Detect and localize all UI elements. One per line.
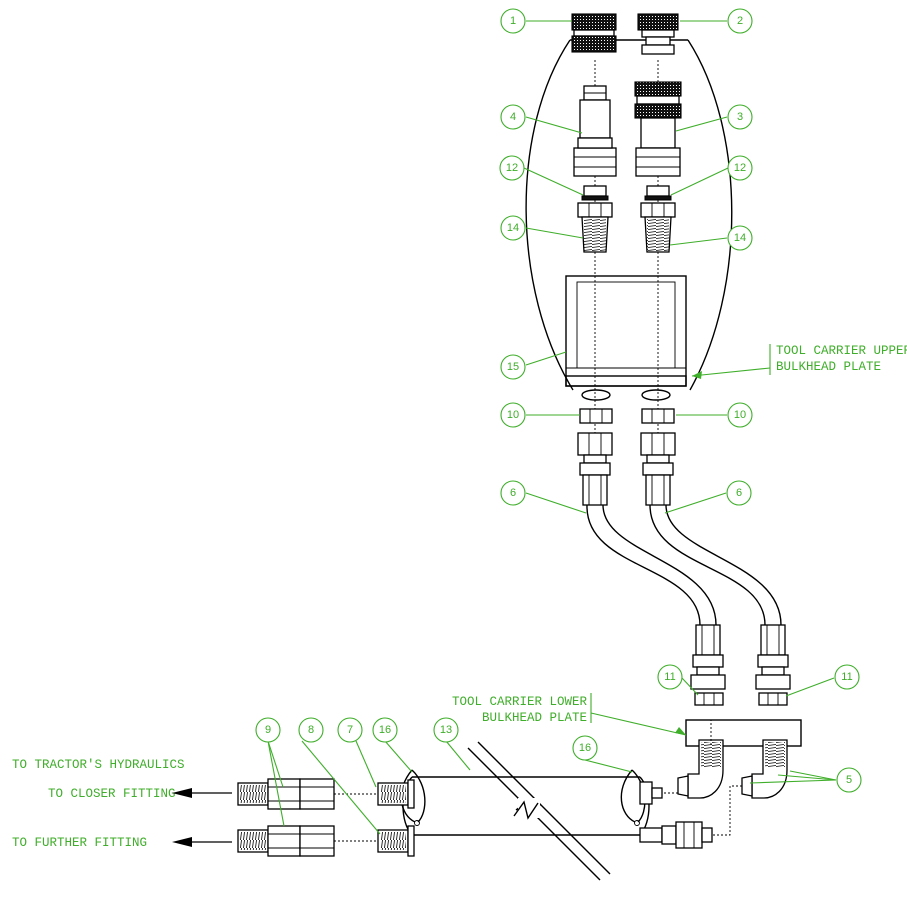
svg-text:11: 11 xyxy=(841,671,852,683)
balloon-3: 3 xyxy=(727,104,753,130)
svg-text:13: 13 xyxy=(440,724,452,736)
svg-text:10: 10 xyxy=(507,409,519,421)
balloon-16-right: 16 xyxy=(572,735,598,761)
balloon-16-left: 16 xyxy=(372,717,398,743)
hose-fitting-lower-right xyxy=(755,624,791,690)
balloon-1: 1 xyxy=(500,8,526,34)
enclosure-outline xyxy=(525,39,733,391)
part-9-upper xyxy=(237,778,335,810)
further-note: TO FURTHER FITTING xyxy=(12,836,147,850)
svg-text:12: 12 xyxy=(734,162,746,174)
balloon-15: 15 xyxy=(500,354,526,380)
balloon-14-right: 14 xyxy=(727,225,753,251)
part-6-hose-left xyxy=(586,504,717,626)
part-11-right xyxy=(758,692,788,706)
balloon-10-left: 10 xyxy=(500,402,526,428)
conn-line-lower xyxy=(712,785,742,836)
cylinder-port-upper xyxy=(639,781,663,805)
lower-plate-note-line1: TOOL CARRIER LOWER xyxy=(452,695,588,709)
break-line xyxy=(467,741,611,881)
hose-fitting-upper-left xyxy=(577,432,613,506)
part-5-elbow-right xyxy=(741,739,788,799)
part-14-right xyxy=(644,216,672,253)
svg-text:6: 6 xyxy=(736,487,742,499)
arrow-upper-plate xyxy=(692,371,702,379)
tractor-note: TO TRACTOR'S HYDRAULICS xyxy=(12,758,185,772)
svg-text:4: 4 xyxy=(510,111,516,123)
cylinder-port-lower xyxy=(639,821,713,849)
part-5-elbow-left xyxy=(677,739,724,799)
svg-text:7: 7 xyxy=(347,724,353,736)
part-4-coupler xyxy=(573,85,617,177)
svg-text:6: 6 xyxy=(510,487,516,499)
svg-text:8: 8 xyxy=(308,724,314,736)
balloon-12-right: 12 xyxy=(727,155,753,181)
svg-text:14: 14 xyxy=(734,232,746,244)
balloon-4: 4 xyxy=(500,104,526,130)
svg-text:16: 16 xyxy=(379,724,391,736)
upper-plate-note-line1: TOOL CARRIER UPPER xyxy=(776,344,907,358)
svg-text:10: 10 xyxy=(734,409,746,421)
part-6-hose-right xyxy=(649,504,782,626)
balloon-11-right: 11 xyxy=(834,664,860,690)
part-7-adapter xyxy=(377,779,415,809)
balloon-6-left: 6 xyxy=(500,480,526,506)
balloon-9: 9 xyxy=(255,717,281,743)
svg-text:1: 1 xyxy=(510,15,516,27)
part-9-lower xyxy=(237,825,335,857)
balloon-11-left: 11 xyxy=(657,664,683,690)
part-8-adapter xyxy=(377,825,415,857)
svg-text:14: 14 xyxy=(507,222,519,234)
part-15-plate-block xyxy=(565,275,687,401)
upper-plate-note-line2: BULKHEAD PLATE xyxy=(776,360,881,374)
balloon-14-left: 14 xyxy=(500,215,526,241)
closer-note: TO CLOSER FITTING xyxy=(48,787,176,801)
balloon-8: 8 xyxy=(298,717,324,743)
part-10-right xyxy=(641,408,675,424)
svg-text:9: 9 xyxy=(265,724,271,736)
lower-plate-note-line2: BULKHEAD PLATE xyxy=(482,711,587,725)
svg-text:15: 15 xyxy=(507,361,519,373)
lower-bulkhead-plate xyxy=(685,719,802,747)
arrow-lower-plate xyxy=(675,727,686,735)
further-arrow xyxy=(172,837,232,847)
balloon-6-right: 6 xyxy=(726,480,752,506)
svg-text:3: 3 xyxy=(737,111,743,123)
svg-text:16: 16 xyxy=(579,742,591,754)
balloon-5: 5 xyxy=(836,767,862,793)
part-2-nipple xyxy=(637,13,679,55)
part-10-left xyxy=(579,408,613,424)
part-11-left xyxy=(694,692,724,706)
hose-fitting-upper-right xyxy=(640,432,676,506)
svg-text:5: 5 xyxy=(846,774,852,786)
part-1-coupler xyxy=(571,13,617,53)
svg-text:12: 12 xyxy=(506,162,518,174)
svg-text:2: 2 xyxy=(737,15,743,27)
balloon-10-right: 10 xyxy=(727,402,753,428)
part-14-left xyxy=(581,216,609,253)
closer-arrow xyxy=(172,788,232,798)
hose-fitting-lower-left xyxy=(690,624,726,690)
balloon-7: 7 xyxy=(337,717,363,743)
svg-text:11: 11 xyxy=(664,671,675,683)
balloon-13: 13 xyxy=(433,717,459,743)
balloon-12-left: 12 xyxy=(499,155,525,181)
leader-lines xyxy=(267,20,837,835)
part-3-coupler xyxy=(634,81,682,177)
balloon-2: 2 xyxy=(727,8,753,34)
